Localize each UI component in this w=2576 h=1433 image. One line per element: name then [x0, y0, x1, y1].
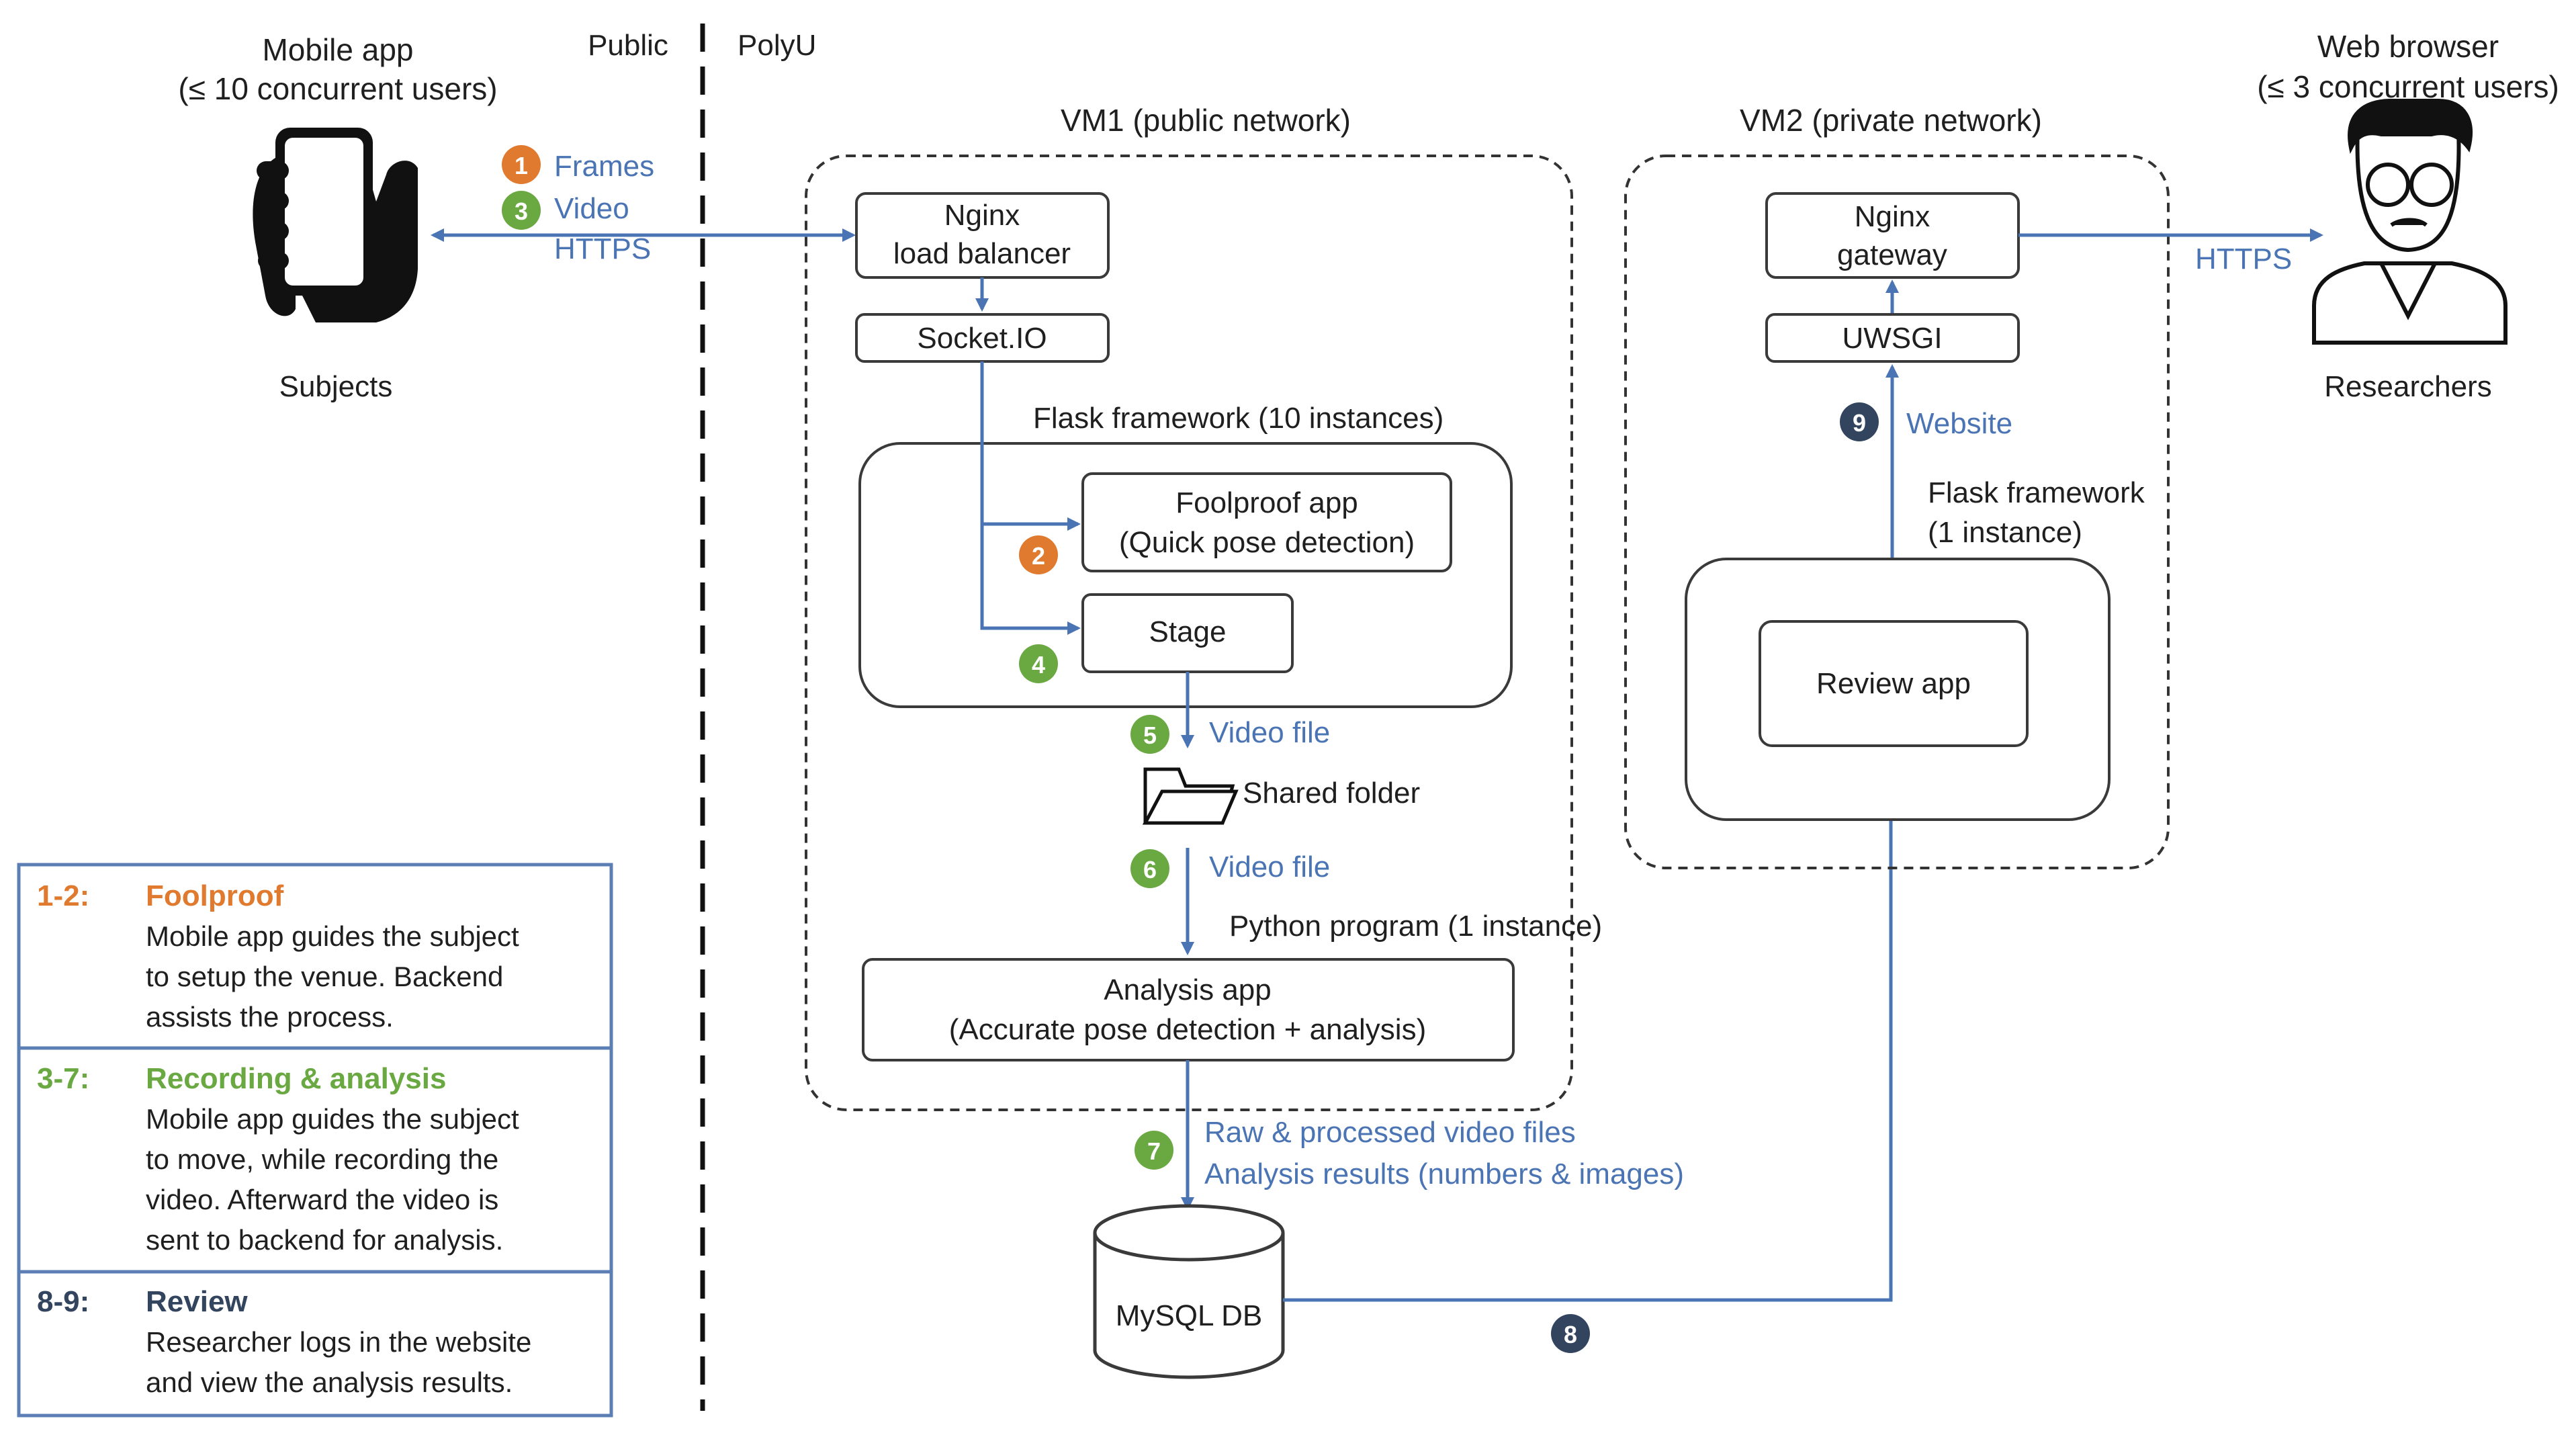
step-6-badge — [1130, 849, 1169, 888]
researcher-icon — [2312, 99, 2507, 345]
legend-1-line2: to setup the venue. Backend — [146, 961, 503, 992]
review-app-box — [1759, 620, 2029, 747]
vm1-container — [805, 155, 1573, 1111]
website-label: Website — [1906, 407, 2012, 440]
video-file-label-2: Video file — [1209, 851, 1330, 883]
uwsgi-label: UWSGI — [1842, 322, 1942, 355]
vm2-title: VM2 (private network) — [1740, 103, 2042, 138]
mysql-db-label: MySQL DB — [1116, 1299, 1262, 1332]
step-8-badge — [1551, 1314, 1590, 1353]
https-left-label: HTTPS — [554, 232, 651, 265]
step-7-badge — [1135, 1131, 1173, 1170]
db-to-review-arrow — [1283, 746, 1898, 1302]
mysql-db-cylinder — [1093, 1204, 1285, 1379]
legend-title-3: Review — [146, 1285, 248, 1318]
step-2-number: 2 — [1032, 542, 1045, 570]
step-7-number: 7 — [1147, 1137, 1161, 1165]
legend-box — [17, 863, 613, 1418]
python-program-label: Python program (1 instance) — [1229, 910, 1602, 943]
step-2-badge — [1019, 535, 1058, 574]
step-5-number: 5 — [1143, 722, 1157, 749]
frames-label: Frames — [554, 150, 654, 183]
foolproof-line1: Foolproof app — [1175, 486, 1358, 519]
legend-title-1: Foolproof — [146, 879, 284, 912]
stage-label: Stage — [1149, 615, 1227, 648]
foolproof-line2: (Quick pose detection) — [1119, 526, 1415, 559]
vm2-nginx-line1: Nginx — [1855, 200, 1930, 233]
polyu-label: PolyU — [738, 29, 816, 62]
legend-1-line1: Mobile app guides the subject — [146, 920, 519, 952]
vm1-title: VM1 (public network) — [1061, 103, 1351, 138]
researchers-caption: Researchers — [2324, 370, 2491, 403]
db-write-label-1: Raw & processed video files — [1204, 1116, 1576, 1149]
step-1-number: 1 — [515, 152, 528, 179]
step-4-badge — [1019, 644, 1058, 683]
legend-range-2: 3-7: — [37, 1062, 89, 1095]
legend-title-2: Recording & analysis — [146, 1062, 446, 1095]
legend-2-line1: Mobile app guides the subject — [146, 1103, 519, 1135]
vm2-nginx-line2: gateway — [1837, 238, 1947, 271]
step-5-badge — [1130, 715, 1169, 754]
flask-framework-vm1-label: Flask framework (10 instances) — [1033, 402, 1444, 435]
vm1-nginx-line1: Nginx — [944, 199, 1020, 232]
step-1-badge — [502, 145, 541, 184]
shared-folder-label: Shared folder — [1243, 777, 1420, 810]
phone-in-hand-icon — [253, 128, 418, 322]
legend-2-line2: to move, while recording the — [146, 1143, 498, 1175]
flask-framework-vm2-label-2: (1 instance) — [1928, 516, 2082, 549]
mobile-app-title: Mobile app — [262, 32, 413, 67]
legend-3-line1: Researcher logs in the website — [146, 1326, 531, 1358]
vm1-nginx-line2: load balancer — [893, 237, 1071, 270]
public-label: Public — [588, 29, 668, 62]
analysis-line1: Analysis app — [1104, 973, 1271, 1006]
https-right-label: HTTPS — [2195, 243, 2292, 275]
subjects-caption: Subjects — [279, 370, 393, 403]
step-6-number: 6 — [1143, 856, 1157, 883]
review-app-label: Review app — [1816, 667, 1971, 700]
step-9-number: 9 — [1853, 409, 1866, 437]
db-write-label-2: Analysis results (numbers & images) — [1204, 1158, 1684, 1190]
legend-range-1: 1-2: — [37, 879, 89, 912]
legend-3-line2: and view the analysis results. — [146, 1366, 513, 1398]
uwsgi-box — [1765, 313, 2020, 363]
legend-2-line3: video. Afterward the video is — [146, 1184, 498, 1215]
analysis-line2: (Accurate pose detection + analysis) — [949, 1013, 1427, 1046]
vm2-container — [1624, 155, 2170, 869]
legend-2-line4: sent to backend for analysis. — [146, 1224, 503, 1256]
legend-1-line3: assists the process. — [146, 1001, 394, 1033]
foolproof-app-box — [1081, 472, 1452, 572]
mobile-app-subtitle: (≤ 10 concurrent users) — [178, 71, 497, 106]
step-8-number: 8 — [1564, 1321, 1577, 1348]
step-9-badge — [1840, 402, 1879, 441]
web-browser-subtitle: (≤ 3 concurrent users) — [2257, 69, 2559, 104]
video-label: Video — [554, 192, 629, 225]
step-3-number: 3 — [515, 198, 528, 225]
socketio-label: Socket.IO — [917, 322, 1047, 355]
legend-range-3: 8-9: — [37, 1285, 89, 1318]
socketio-to-stage-arrow — [980, 524, 1081, 635]
video-file-label-1: Video file — [1209, 716, 1330, 749]
folder-icon — [1142, 767, 1239, 825]
step-3-badge — [502, 191, 541, 230]
web-browser-title: Web browser — [2317, 29, 2499, 64]
step-4-number: 4 — [1032, 651, 1045, 679]
flask-framework-vm2-label-1: Flask framework — [1928, 476, 2145, 509]
